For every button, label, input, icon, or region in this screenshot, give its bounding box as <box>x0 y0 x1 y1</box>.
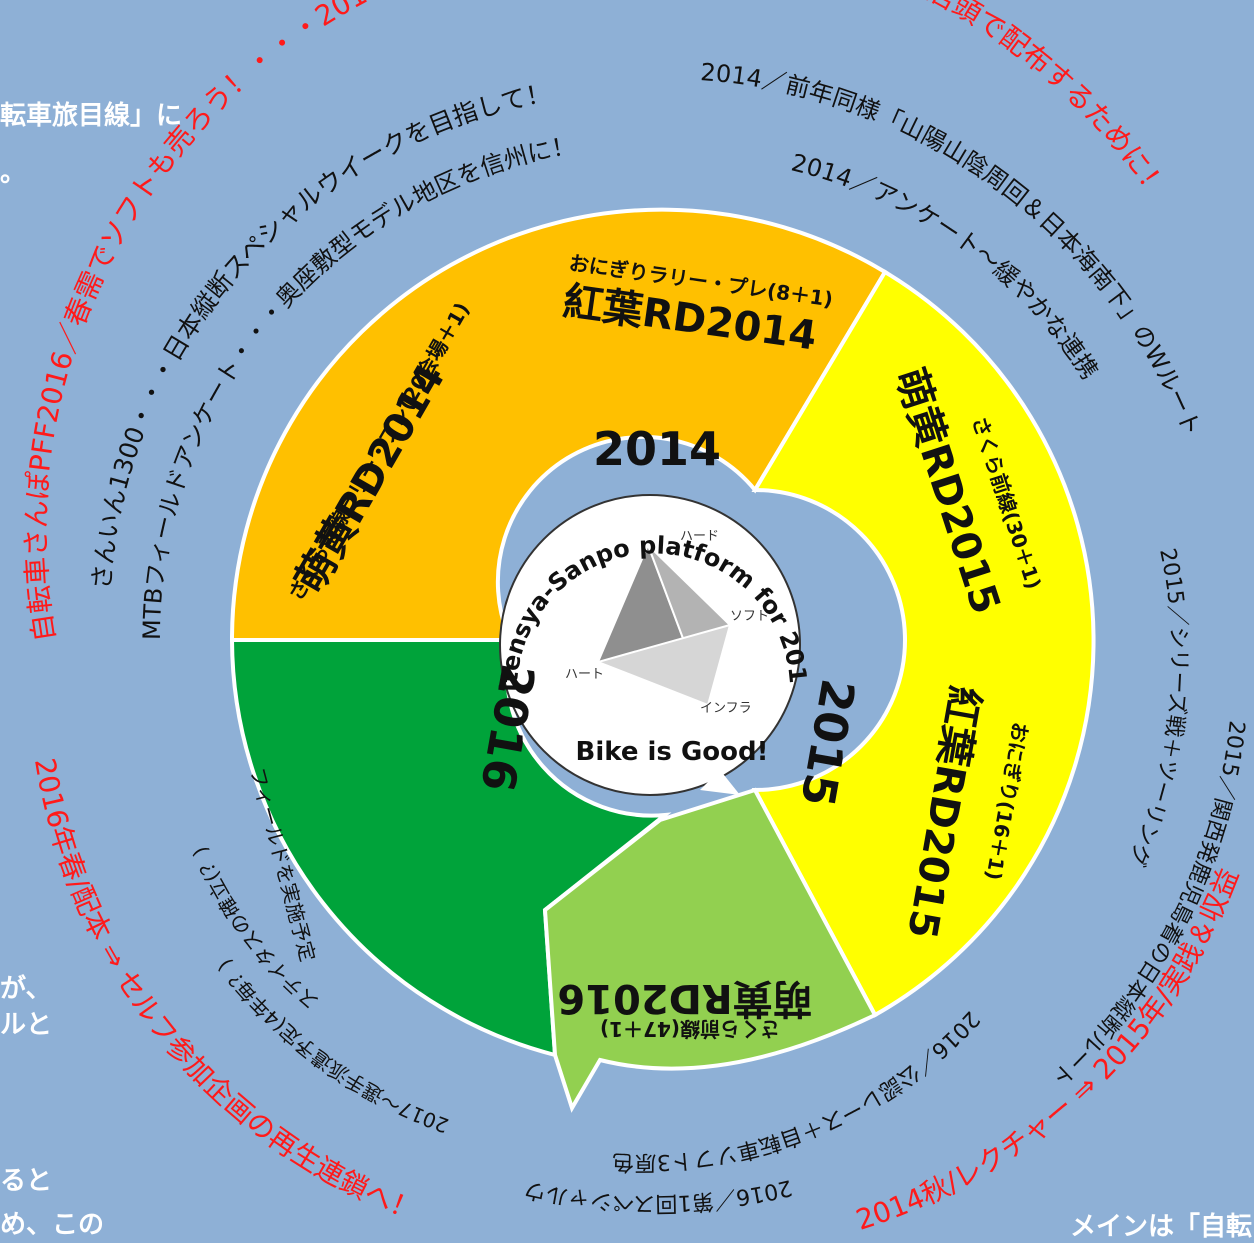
event-2016-main: 萌黄RD2016 <box>557 975 812 1021</box>
event-2016-sub: さくら前線(47＋1) <box>600 1017 780 1041</box>
segment-2016-bubble <box>542 787 878 1113</box>
pyramid-icon <box>594 542 732 709</box>
segment-2014 <box>229 207 888 642</box>
ring-2015-a: 2015／シリーズ戦＋ツーリング <box>1123 546 1191 870</box>
side-fragment-top-left-1: 転車旅目線」に <box>0 101 183 131</box>
axis-label-heart: ハート <box>565 667 604 682</box>
center-callout <box>700 770 740 795</box>
center-slogan: Bike is Good! <box>576 737 769 767</box>
side-fragment-bottom-left-2: め、この <box>0 1210 105 1240</box>
axis-label-hard: ハード <box>680 529 719 544</box>
ring-2015-a-path: 2015／シリーズ戦＋ツーリング <box>1123 546 1191 870</box>
year-label-2014: 2014 <box>593 422 721 476</box>
side-fragment-mid-left-1: が、 <box>0 974 52 1004</box>
side-fragment-top-left-2: 。 <box>0 158 27 188</box>
axis-label-infra: インフラ <box>700 701 752 716</box>
segment-2015 <box>751 269 1096 1018</box>
axis-label-soft: ソフト <box>730 609 769 624</box>
side-fragment-bottom-left-1: ると <box>0 1166 53 1196</box>
side-fragment-mid-left-2: ルと <box>0 1010 53 1040</box>
